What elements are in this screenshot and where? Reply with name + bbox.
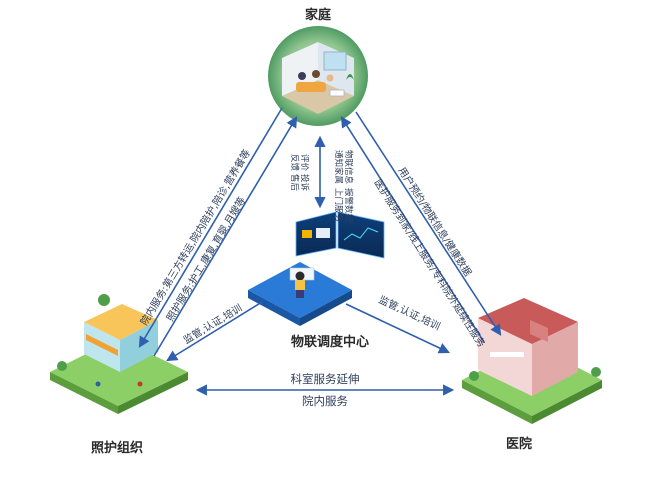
hospital-ground-right (532, 380, 602, 424)
home-person-3 (326, 74, 334, 82)
edge-home-care-inner (153, 116, 298, 357)
center-operator-body (295, 280, 305, 290)
center-platform-left (248, 290, 300, 326)
center-screen-widget-1 (302, 230, 312, 238)
home-plant (346, 74, 354, 80)
edge-center-home-text-c: 评价 (299, 154, 309, 172)
care-org-roof (84, 304, 158, 340)
center-platform-right (300, 290, 352, 326)
hospital-roof (478, 298, 578, 344)
care-org-label: 照护组织 (91, 440, 143, 456)
center-screen-widget-2 (316, 228, 330, 238)
edge-home-care-outer (138, 107, 283, 348)
hospital-node: 医院 (462, 298, 602, 452)
care-org-person-2 (137, 381, 143, 387)
center-operator-legs (296, 290, 304, 298)
home-table (329, 89, 345, 97)
edge-center-hospital-text: 监管,认证,培训 (377, 293, 443, 333)
edge-center-hospital (345, 303, 451, 354)
home-node: 家庭 (268, 7, 368, 126)
hospital-building-side (532, 322, 578, 396)
home-person-1 (298, 72, 306, 80)
hospital-tree-1 (469, 371, 479, 381)
home-sofa (296, 82, 326, 92)
care-org-ground-left (50, 372, 118, 414)
hospital-tower-front (530, 320, 548, 342)
edge-center-home-text-d: 反馈 (289, 154, 300, 172)
home-person-2 (312, 70, 320, 78)
care-org-ground-top (50, 338, 188, 406)
edge-center-home-text-b: 物联信息 (343, 150, 354, 185)
care-org-person-1 (95, 381, 101, 387)
center-label: 物联调度中心 (291, 334, 369, 350)
care-org-awning (86, 334, 118, 356)
edge-center-home-text-a2: 上门服务 (333, 188, 344, 223)
home-window (323, 51, 347, 71)
edge-center-care (166, 301, 263, 362)
care-org-tree-2 (57, 361, 67, 371)
edge-center-home-text-b2: 报警数据 (343, 188, 354, 223)
center-screen-right (337, 211, 385, 259)
edge-care-hospital-bottom-text: 院内服务 (302, 394, 348, 408)
center-node: 物联调度中心 (248, 211, 385, 350)
hospital-tree-2 (591, 367, 601, 377)
hospital-sign (490, 352, 524, 357)
hospital-ground-left (462, 380, 532, 424)
home-label: 家庭 (305, 7, 332, 23)
edge-home-hospital-inner (340, 116, 485, 343)
center-operator-head (295, 271, 305, 281)
edge-center-care-text: 监管,认证,培训 (181, 301, 245, 346)
edge-center-home-text-c2: 投诉 (299, 174, 310, 192)
edge-home-care-text-1: 院内服务:第三方转运,院内陪护,陪诊,营养餐等 (137, 147, 253, 328)
edge-home-hospital-outer (355, 111, 502, 336)
hospital-label: 医院 (506, 436, 532, 452)
care-org-tree-1 (98, 294, 110, 306)
edge-center-home-text-d2: 售后 (289, 174, 300, 192)
center-screen-chart-line (343, 227, 379, 241)
edge-care-hospital-top-text: 科室服务延伸 (291, 372, 360, 386)
care-org-ground-right (118, 372, 188, 414)
edge-center-home-text-a: 通知家属 (333, 150, 344, 184)
